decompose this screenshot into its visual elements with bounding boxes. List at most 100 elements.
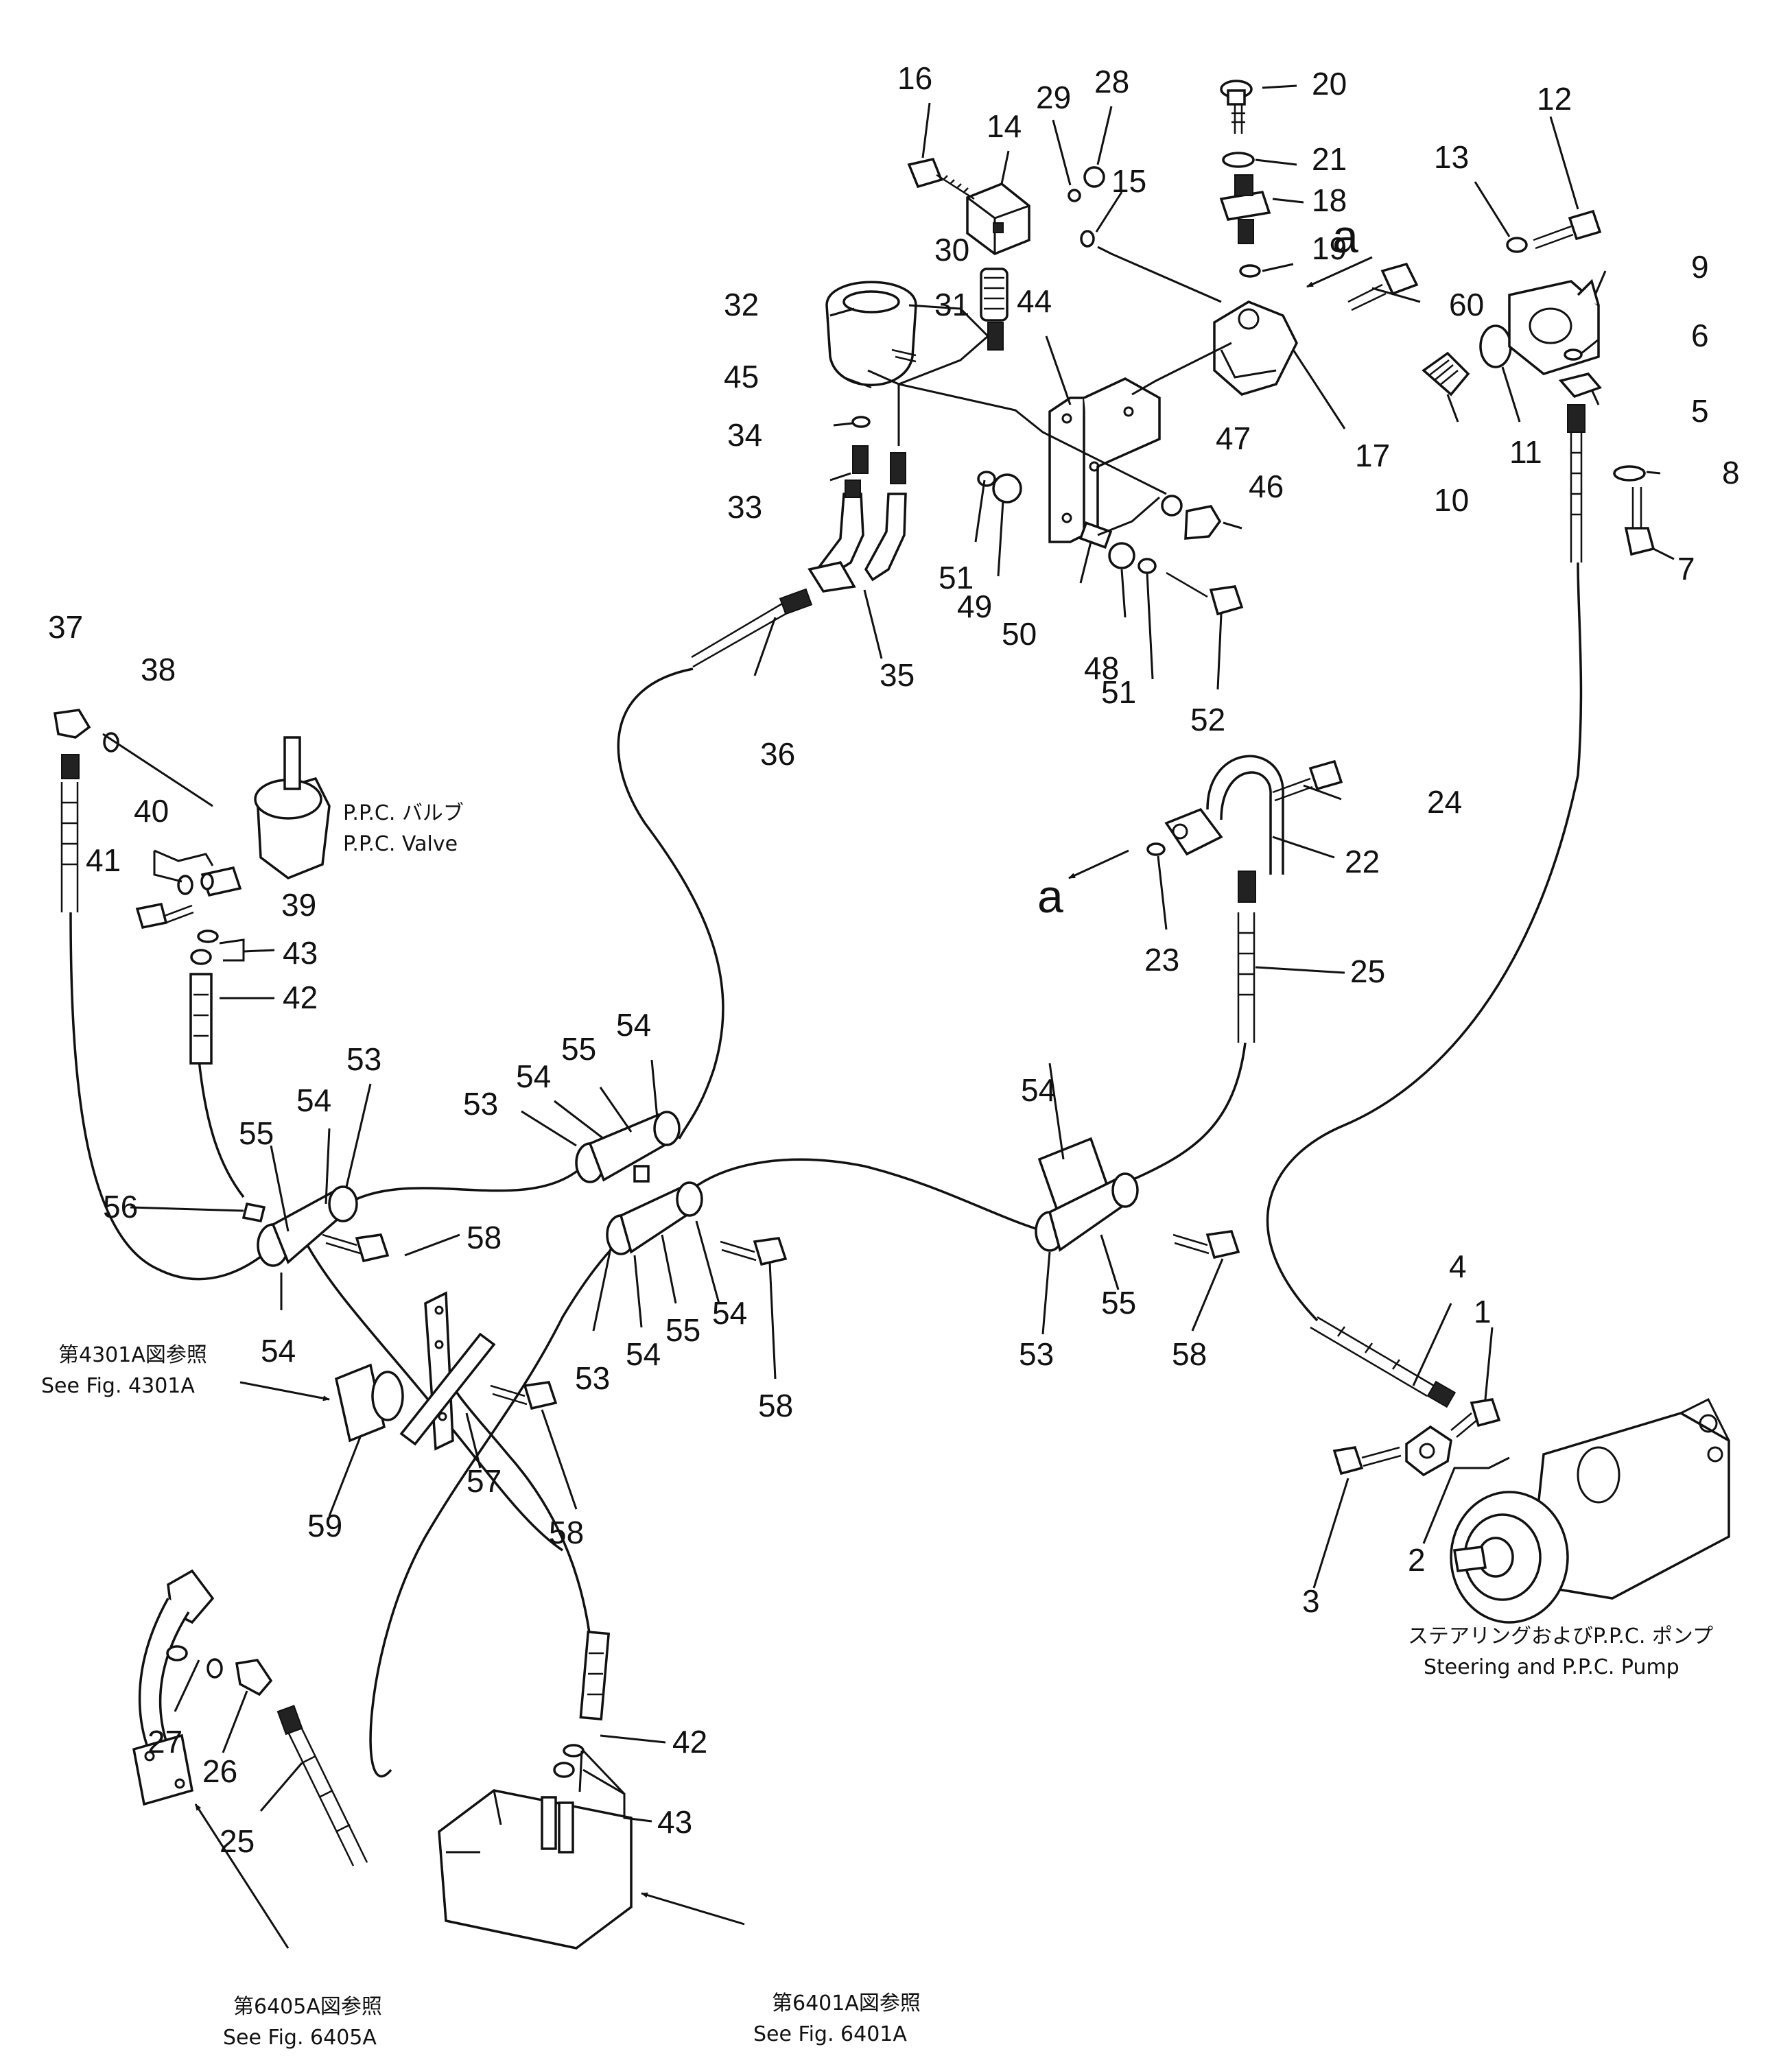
fig6401-label-en: See Fig. 6401A: [753, 2022, 907, 2046]
fitting-39-40: [177, 866, 242, 897]
reference-notes: P.P.C. バルブ P.P.C. Valve ステアリングおよびP.P.C. …: [41, 801, 1713, 2050]
label-53-left: 53: [346, 1041, 381, 1077]
hose-end-4-top: [1567, 404, 1585, 563]
bolt-7: [1624, 487, 1655, 556]
label-6: 6: [1691, 318, 1709, 353]
label-19: 19: [1312, 230, 1347, 266]
hose-37-run: [69, 912, 272, 1281]
fig6401-label-jp: 第6401A図参照: [772, 1991, 921, 2015]
bushing-48-bolt-52: [1108, 542, 1244, 616]
label-55-left: 55: [239, 1115, 274, 1151]
label-30: 30: [934, 232, 969, 268]
label-53-right: 53: [1019, 1336, 1054, 1372]
fig6405-label-jp: 第6405A図参照: [233, 1995, 382, 2019]
label-39: 39: [281, 887, 316, 923]
label-a-top: a: [1332, 211, 1358, 263]
hose-end-4-bottom: [1310, 1316, 1457, 1408]
hose-clamp-link-upper: [353, 1158, 591, 1202]
label-53-center-lower: 53: [575, 1360, 610, 1396]
fitting-43-top: [190, 930, 219, 965]
leader-lines: [102, 84, 1675, 1823]
label-14: 14: [987, 108, 1022, 144]
label-45: 45: [724, 359, 759, 394]
label-34: 34: [727, 417, 762, 453]
washer-21: [1222, 152, 1255, 168]
ring-29: [1068, 189, 1081, 202]
o-ring-15: [1080, 230, 1095, 248]
elbow-33: [852, 445, 869, 474]
label-2: 2: [1408, 1542, 1426, 1578]
o-ring-34: [851, 416, 871, 428]
pipe-elbow-lower-left: [132, 1569, 215, 1806]
washer-13: [1506, 237, 1528, 253]
label-54-left-upper: 54: [296, 1082, 331, 1118]
label-24: 24: [1427, 784, 1462, 820]
label-3: 3: [1302, 1583, 1320, 1619]
fitting-43-lower: [553, 1744, 585, 1778]
hose-lines: [69, 562, 1583, 1777]
pipe-fitting-22: [1164, 755, 1284, 875]
label-54-center-b: 54: [616, 1007, 651, 1043]
label-21: 21: [1312, 141, 1347, 177]
washer-8: [1613, 465, 1646, 482]
elbow-1: [1450, 1398, 1501, 1438]
label-9: 9: [1691, 249, 1709, 285]
label-57: 57: [467, 1463, 502, 1499]
label-12: 12: [1537, 81, 1572, 117]
flange-5: [1558, 372, 1602, 399]
accumulator-32: [825, 281, 917, 389]
reference-arrows: [194, 256, 1373, 1949]
label-46: 46: [1249, 469, 1284, 504]
hose-42-upper-run: [198, 1059, 245, 1198]
bolt-60: [1347, 262, 1419, 311]
filter-element-30-lines: [984, 276, 1004, 310]
label-17: 17: [1355, 438, 1390, 473]
hose-25-lower-run: [369, 1213, 656, 1777]
label-43-upper: 43: [283, 935, 318, 971]
label-60: 60: [1449, 287, 1484, 322]
label-42-lower: 42: [672, 1724, 707, 1760]
label-1: 1: [1474, 1294, 1492, 1329]
label-51-right: 51: [1101, 674, 1136, 710]
bolt-20: [1220, 80, 1253, 134]
flange-2: [1405, 1425, 1452, 1477]
label-18: 18: [1312, 182, 1347, 218]
hose-36-run: [617, 667, 724, 1139]
fitting-27: [166, 1645, 188, 1661]
label-28: 28: [1094, 64, 1129, 99]
label-55-right: 55: [1101, 1285, 1136, 1321]
label-58-b: 58: [758, 1388, 793, 1423]
label-53-center-upper: 53: [463, 1086, 498, 1122]
label-47: 47: [1216, 421, 1251, 456]
label-54-center-d: 54: [712, 1295, 747, 1331]
label-16: 16: [897, 60, 932, 96]
spacer-50: [1078, 521, 1113, 549]
o-ring-27: [207, 1658, 223, 1679]
label-32: 32: [724, 287, 759, 322]
label-31: 31: [934, 287, 969, 322]
fitting-18: [1219, 174, 1271, 244]
manifold-35: [807, 452, 907, 593]
tube-crossing-57: [399, 1332, 496, 1446]
label-8: 8: [1722, 455, 1740, 490]
label-27: 27: [148, 1724, 182, 1760]
clamp-center-upper: [575, 1111, 681, 1183]
o-ring-19: [1239, 264, 1261, 278]
elbow-37: [53, 709, 91, 739]
label-26: 26: [202, 1753, 237, 1789]
label-15: 15: [1111, 163, 1146, 199]
label-5: 5: [1691, 393, 1709, 429]
label-10: 10: [1434, 482, 1469, 518]
label-56: 56: [103, 1189, 138, 1224]
ppc-valve-label-en: P.P.C. Valve: [343, 832, 458, 856]
bolt-24: [1272, 759, 1343, 802]
label-54-right: 54: [1021, 1072, 1056, 1108]
label-37: 37: [48, 609, 83, 645]
label-38: 38: [141, 652, 176, 687]
hose-25-upper-run: [1131, 1042, 1247, 1181]
label-44: 44: [1017, 283, 1052, 319]
ppc-valve: [254, 736, 331, 879]
hose-4-run: [1266, 562, 1583, 1322]
label-7: 7: [1677, 551, 1695, 587]
bolt-3: [1332, 1446, 1402, 1476]
